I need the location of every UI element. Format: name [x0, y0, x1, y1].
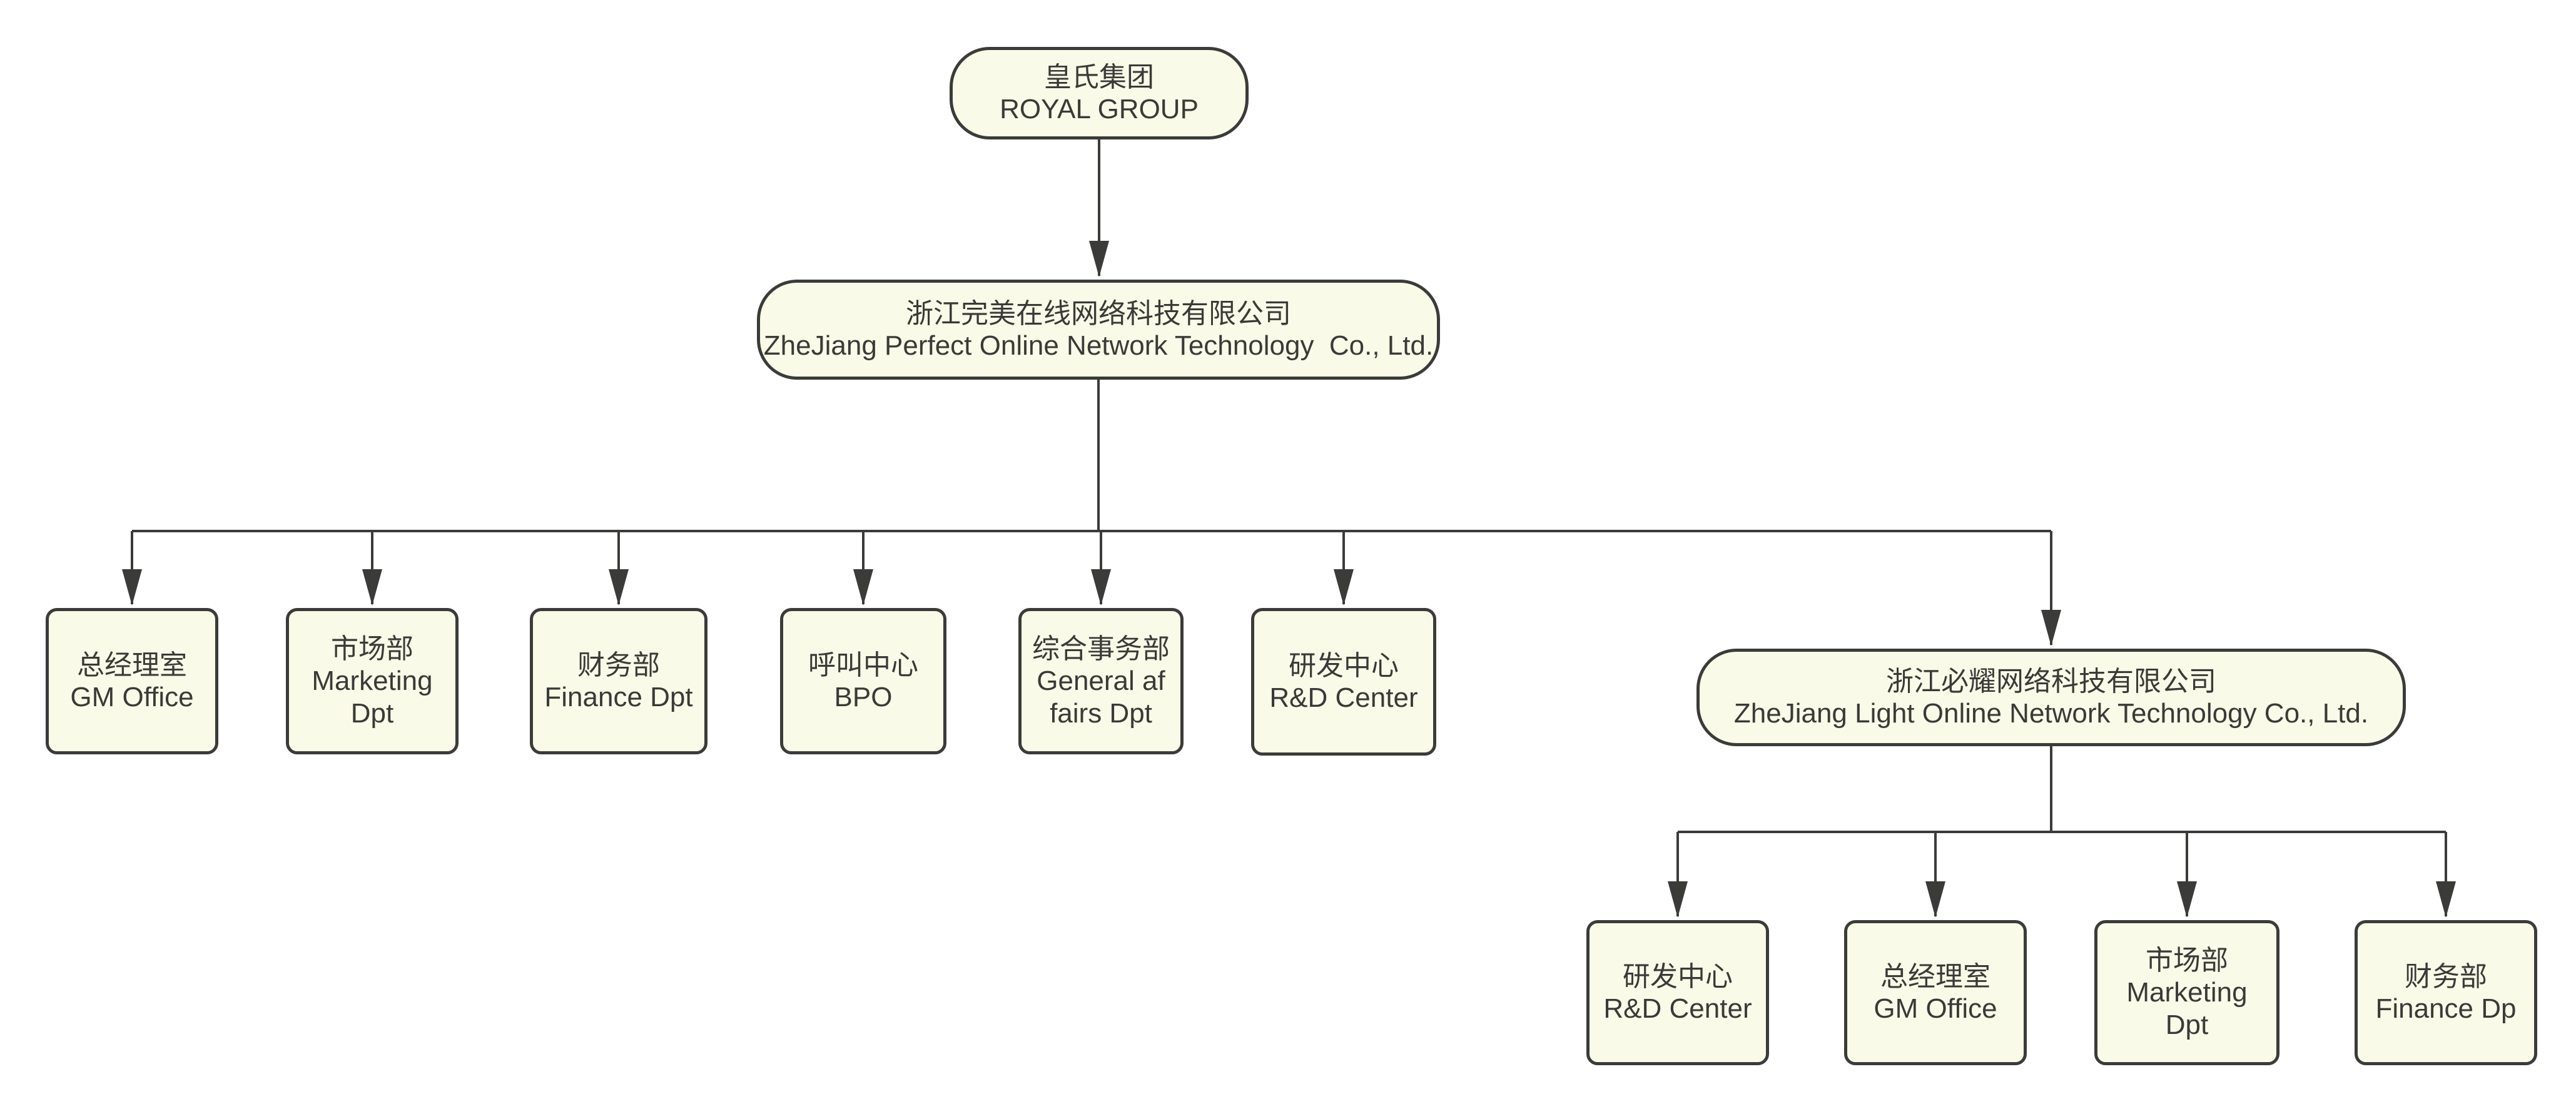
org-node-gm-office-2-label-en: GM Office [1874, 993, 1997, 1024]
org-node-marketing-2-label-zh: 市场部 [2146, 945, 2228, 976]
org-node-gm-office-1-label-en: GM Office [70, 682, 194, 712]
org-node-gm-office-1-label-zh: 总经理室 [77, 649, 187, 681]
org-node-marketing-1-label-zh: 市场部 [331, 634, 413, 665]
org-node-marketing-2: 市场部 Marketing Dpt [2094, 920, 2279, 1065]
org-node-perfect-company-label-zh: 浙江完美在线网络科技有限公司 [906, 298, 1291, 329]
org-node-gm-office-2-label-zh: 总经理室 [1880, 961, 1990, 992]
org-node-finance-1: 财务部 Finance Dpt [530, 608, 707, 754]
org-node-general-affairs-label-zh: 综合事务部 [1032, 634, 1170, 665]
org-node-finance-1-label-en: Finance Dpt [544, 682, 693, 712]
org-node-rd-center-1: 研发中心 R&D Center [1251, 608, 1436, 756]
org-node-perfect-company: 浙江完美在线网络科技有限公司 ZheJiang Perfect Online N… [757, 280, 1440, 380]
org-node-marketing-1-label-en: Marketing Dpt [312, 666, 433, 729]
org-node-call-center: 呼叫中心 BPO [780, 608, 946, 754]
org-node-rd-center-1-label-zh: 研发中心 [1289, 650, 1399, 681]
org-node-royal-group-label-en: ROYAL GROUP [1000, 94, 1199, 124]
org-node-rd-center-2: 研发中心 R&D Center [1586, 920, 1769, 1065]
org-node-rd-center-2-label-zh: 研发中心 [1623, 961, 1733, 992]
org-node-finance-1-label-zh: 财务部 [577, 649, 660, 681]
org-node-royal-group: 皇氏集团 ROYAL GROUP [950, 47, 1249, 139]
org-node-call-center-label-zh: 呼叫中心 [808, 649, 918, 681]
org-node-rd-center-2-label-en: R&D Center [1603, 993, 1752, 1024]
org-node-gm-office-2: 总经理室 GM Office [1844, 920, 2027, 1065]
org-node-finance-2-label-en: Finance Dp [2375, 993, 2517, 1024]
org-node-light-company: 浙江必耀网络科技有限公司 ZheJiang Light Online Netwo… [1696, 649, 2406, 746]
org-node-general-affairs: 综合事务部 General af fairs Dpt [1018, 608, 1184, 754]
org-node-perfect-company-label-en: ZheJiang Perfect Online Network Technolo… [763, 330, 1434, 361]
org-node-finance-2: 财务部 Finance Dp [2355, 920, 2537, 1065]
org-node-gm-office-1: 总经理室 GM Office [46, 608, 218, 754]
org-node-general-affairs-label-en: General af fairs Dpt [1037, 666, 1165, 729]
org-node-rd-center-1-label-en: R&D Center [1269, 682, 1418, 713]
org-node-finance-2-label-zh: 财务部 [2405, 961, 2487, 992]
org-node-call-center-label-en: BPO [834, 682, 893, 712]
org-node-marketing-1: 市场部 Marketing Dpt [286, 608, 459, 754]
org-node-light-company-label-en: ZheJiang Light Online Network Technology… [1733, 698, 2369, 729]
org-node-light-company-label-zh: 浙江必耀网络科技有限公司 [1886, 666, 2216, 697]
org-node-marketing-2-label-en: Marketing Dpt [2126, 977, 2248, 1040]
org-node-royal-group-label-zh: 皇氏集团 [1044, 61, 1154, 93]
